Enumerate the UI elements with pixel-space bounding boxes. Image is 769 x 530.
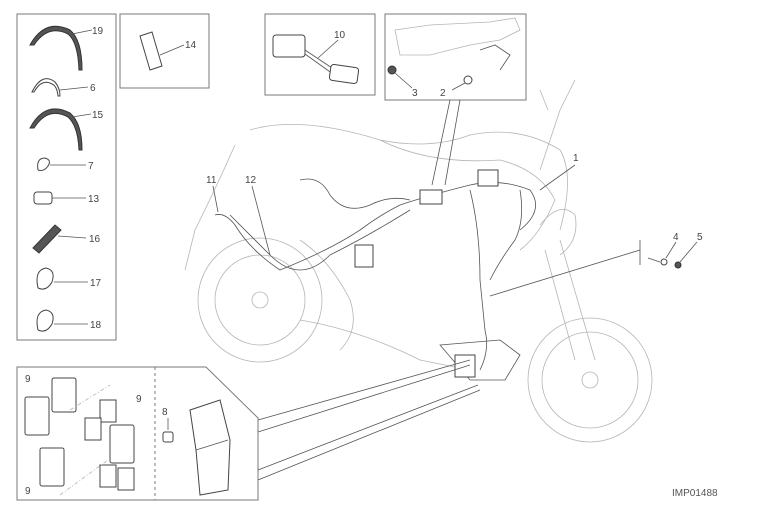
fuse-relay-box: 9 9 9 8: [16, 359, 481, 501]
harness-clip-6: [31, 78, 61, 97]
callout-15: 15: [92, 110, 104, 121]
callout-17: 17: [90, 278, 102, 289]
harness-clip-19: [29, 25, 83, 71]
connector-10: [272, 34, 306, 58]
cable-clip-17: [36, 267, 54, 290]
callout-14: 14: [185, 40, 197, 51]
fuse-8: [162, 431, 174, 443]
callout-9: 9: [136, 394, 142, 405]
connector-cover-14: [139, 31, 163, 71]
relay-socket: [117, 467, 135, 491]
callout-4: 4: [673, 232, 679, 243]
protective-sleeve-16: [32, 224, 62, 254]
relay-socket: [99, 399, 117, 423]
relay-9: [24, 396, 50, 436]
callout-5: 5: [697, 232, 703, 243]
diagram-code: IMP01488: [672, 488, 718, 499]
grommet-3: [387, 65, 397, 75]
part-10-box: 10: [264, 13, 376, 96]
motorcycle-illustration: [184, 79, 653, 443]
callout-3: 3: [412, 88, 418, 99]
callout-10: 10: [334, 30, 346, 41]
relay-9: [109, 424, 135, 464]
cable-clip-13: [33, 191, 53, 205]
main-wiring-harness: [214, 169, 537, 381]
callout-6: 6: [90, 83, 96, 94]
grommet-2: [463, 75, 473, 85]
washer-4: [660, 258, 668, 266]
relay-9: [51, 377, 77, 413]
callout-7: 7: [88, 161, 94, 172]
callout-18: 18: [90, 320, 102, 331]
callout-16: 16: [89, 234, 101, 245]
callout-11: 11: [206, 175, 217, 186]
relay-9: [39, 447, 65, 487]
harness-clip-15: [29, 108, 83, 151]
part-14-box: 14: [119, 13, 210, 89]
callout-8: 8: [162, 407, 168, 418]
callout-19: 19: [92, 26, 104, 37]
motorcycle-callouts: 1 11 12 4 5: [206, 153, 703, 297]
screw-5: [674, 261, 682, 269]
relay-socket: [84, 417, 102, 441]
callout-9: 9: [25, 486, 31, 497]
fuse-box: [189, 399, 231, 496]
relay-socket: [99, 464, 117, 488]
cable-tie-7: [37, 157, 50, 171]
callout-13: 13: [88, 194, 100, 205]
parts-2-3-box: 3 2: [384, 13, 527, 186]
callout-1: 1: [573, 153, 579, 164]
callout-12: 12: [245, 175, 257, 186]
clips-ties-box: 19 6 15 7 13 16 17 18: [16, 13, 117, 341]
cable-clip-18: [36, 309, 54, 332]
callout-2: 2: [440, 88, 446, 99]
callout-9: 9: [25, 374, 31, 385]
